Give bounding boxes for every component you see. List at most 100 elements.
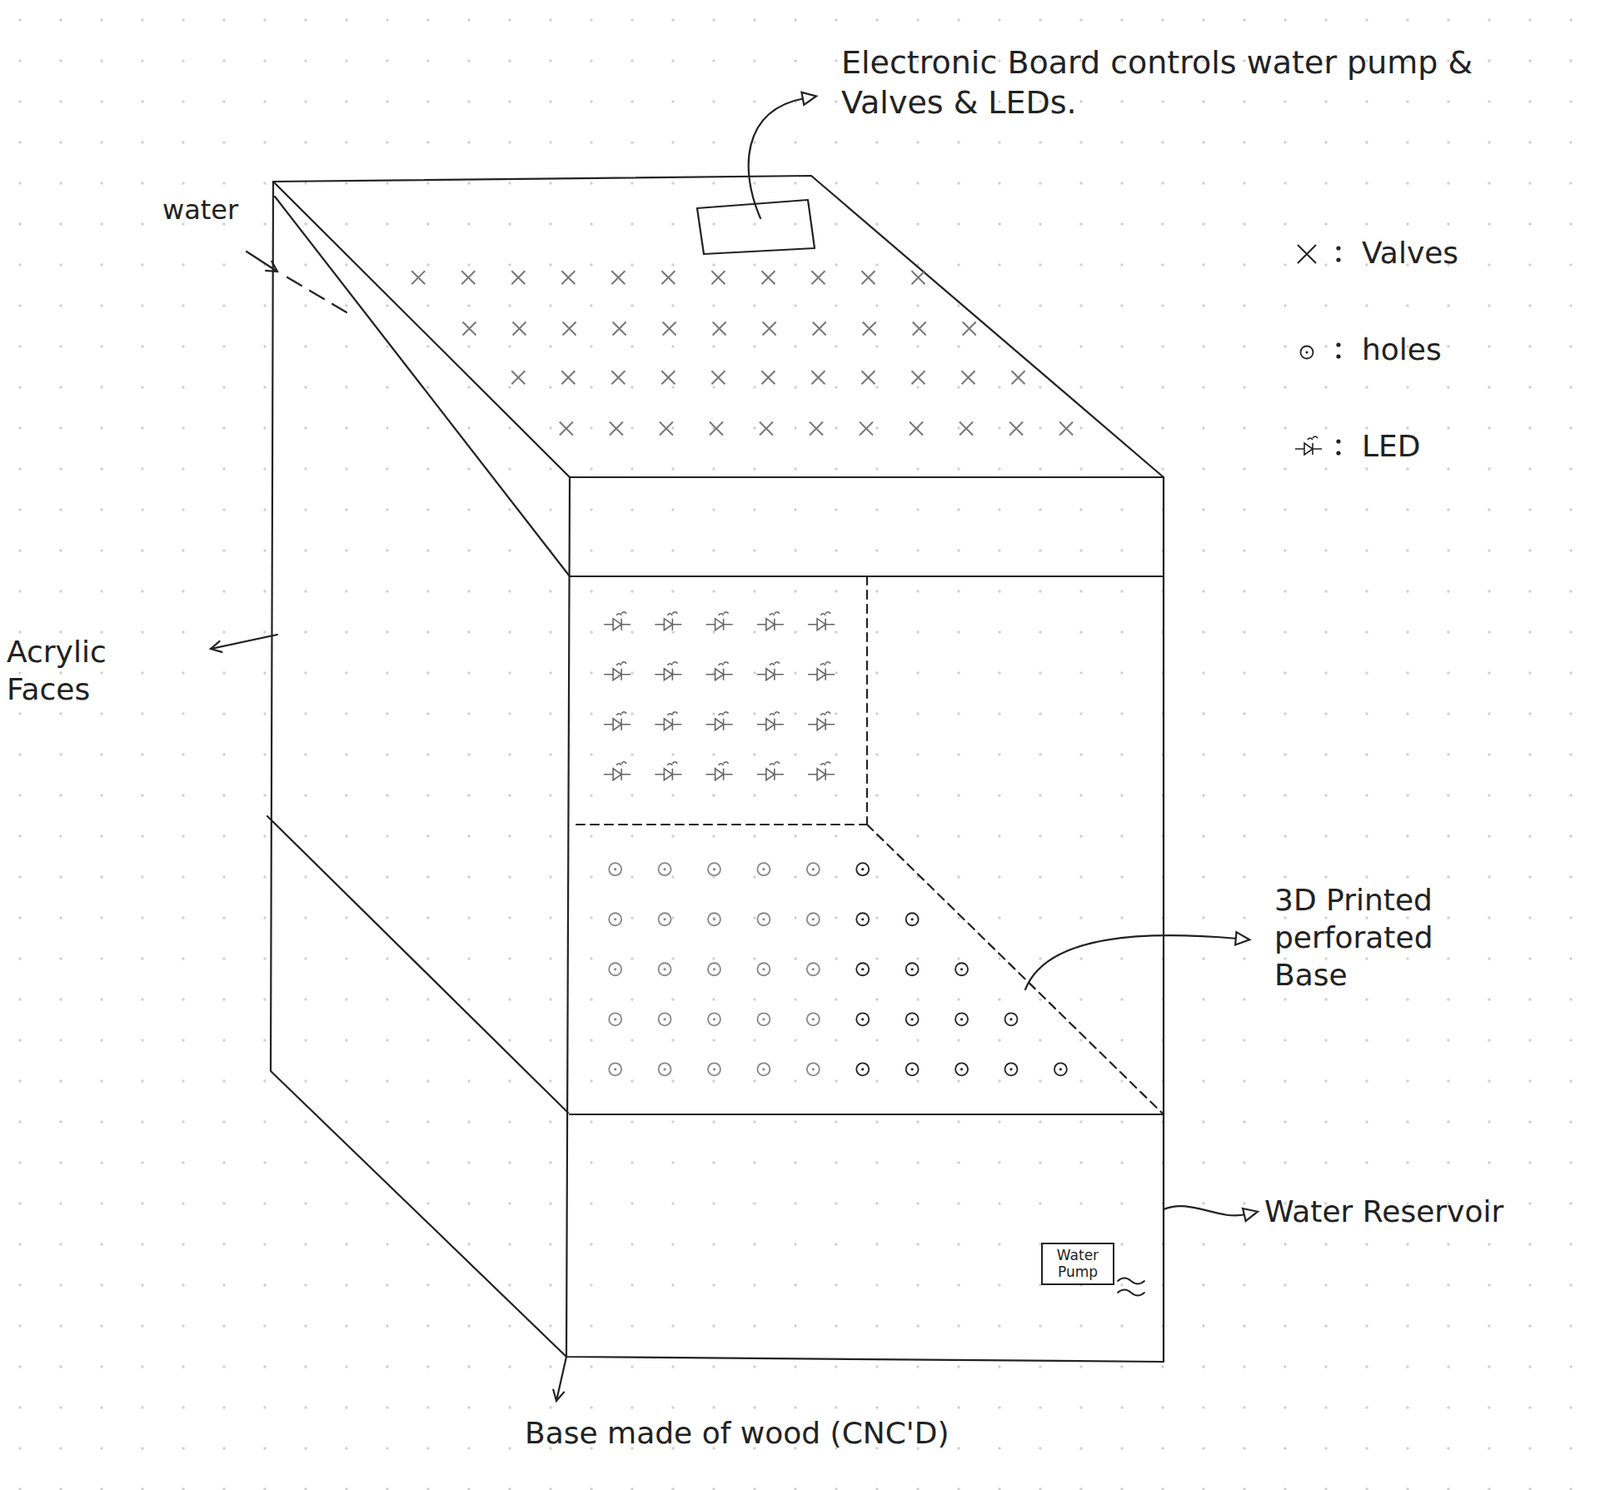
led-symbol	[757, 662, 784, 681]
hole-mark	[757, 1012, 770, 1026]
reservoir-band-line	[569, 1113, 1164, 1116]
valve-mark	[712, 321, 727, 335]
acrylic-faces-label: Acrylic Faces	[6, 633, 157, 708]
node-text: Water Pump	[1045, 1247, 1111, 1281]
led-symbol	[807, 712, 835, 731]
legend-colon-dot	[1335, 342, 1341, 347]
led-symbol	[706, 762, 733, 781]
hole-center	[911, 1067, 914, 1071]
base-leader	[1025, 935, 1238, 990]
hole-mark	[757, 1062, 770, 1076]
legend-colon-dot	[1335, 450, 1341, 455]
hole-center	[861, 967, 864, 971]
led-symbol	[603, 662, 631, 681]
hole-mark	[658, 862, 672, 876]
left-top-band-line	[274, 196, 570, 577]
hole-mark	[658, 1062, 672, 1076]
hole-mark	[757, 962, 770, 976]
hole-center	[1305, 350, 1308, 354]
valve-mark	[909, 422, 923, 436]
hole-mark	[856, 1062, 869, 1076]
hole-center	[712, 1067, 716, 1071]
hole-center	[812, 1017, 815, 1021]
valve-mark	[561, 370, 575, 384]
valve-mark	[559, 422, 574, 436]
hole-mark	[807, 912, 820, 926]
hole-center	[762, 1067, 765, 1071]
wood-base-leader	[556, 1356, 567, 1401]
hole-center	[812, 967, 815, 971]
valve-mark	[611, 370, 625, 384]
hole-center	[861, 1067, 864, 1071]
valve-mark	[461, 270, 475, 285]
hole-center	[812, 867, 815, 871]
hole-mark	[807, 1012, 820, 1026]
hole-mark	[658, 912, 672, 926]
led-grid	[603, 612, 835, 781]
valve-mark	[862, 321, 877, 335]
valve-mark	[759, 422, 773, 436]
hole-mark	[856, 912, 869, 926]
hole-center	[911, 917, 914, 921]
hole-center	[762, 967, 765, 971]
led-symbol	[603, 712, 631, 731]
led-symbol	[757, 762, 784, 781]
hole-center	[861, 867, 864, 871]
hole-mark	[955, 1062, 968, 1076]
hole-center	[662, 867, 666, 871]
hole-center	[861, 1017, 864, 1021]
hole-mark	[1004, 1062, 1017, 1076]
valve-mark	[961, 370, 976, 384]
board-note: Electronic Board controls water pump & V…	[841, 43, 1508, 123]
label-text: Base made of wood (CNC'D)	[524, 1414, 1125, 1452]
hole-center	[762, 1017, 765, 1021]
hole-mark	[707, 962, 721, 976]
hole-center	[712, 867, 716, 871]
hole-mark	[807, 862, 820, 876]
hole-center	[762, 867, 765, 871]
valve-mark	[513, 321, 527, 335]
valve-mark	[809, 422, 823, 436]
legend-swatch	[1286, 234, 1352, 271]
valve-mark	[563, 321, 577, 335]
legend-swatch	[1286, 330, 1352, 368]
led-symbol	[706, 612, 733, 631]
hole-mark	[658, 1012, 672, 1026]
legend-row: holes	[1286, 300, 1459, 398]
hole-mark	[955, 1012, 968, 1026]
hole-center	[812, 917, 815, 921]
hole-center	[762, 917, 765, 921]
led-symbol	[654, 712, 682, 731]
legend-colon-dot	[1335, 353, 1341, 359]
led-symbol	[654, 612, 682, 631]
hole-center	[960, 1067, 963, 1071]
valve-mark	[661, 270, 675, 285]
valve-mark	[709, 422, 723, 436]
valve-mark	[912, 270, 926, 285]
hole-mark	[906, 912, 919, 926]
led-symbol	[603, 612, 631, 631]
hole-center	[960, 967, 963, 971]
valve-mark	[761, 370, 775, 384]
valve-mark	[912, 321, 927, 335]
hole-mark	[658, 962, 672, 976]
valve-mark	[1059, 422, 1073, 436]
valve-mark	[611, 270, 625, 285]
valve-mark	[711, 370, 725, 384]
valve-mark	[959, 422, 973, 436]
valve-mark	[811, 370, 825, 384]
valve-mark	[463, 321, 477, 335]
valve-mark	[1011, 370, 1026, 384]
valve-mark	[811, 270, 825, 285]
valve-mark	[661, 370, 675, 384]
hole-mark	[906, 962, 919, 976]
board-leader	[748, 98, 805, 219]
valve-mark	[511, 370, 525, 384]
hole-center	[812, 1067, 815, 1071]
hole-mark	[856, 862, 869, 876]
valve-mark	[1009, 422, 1023, 436]
hole-mark	[1300, 346, 1314, 359]
